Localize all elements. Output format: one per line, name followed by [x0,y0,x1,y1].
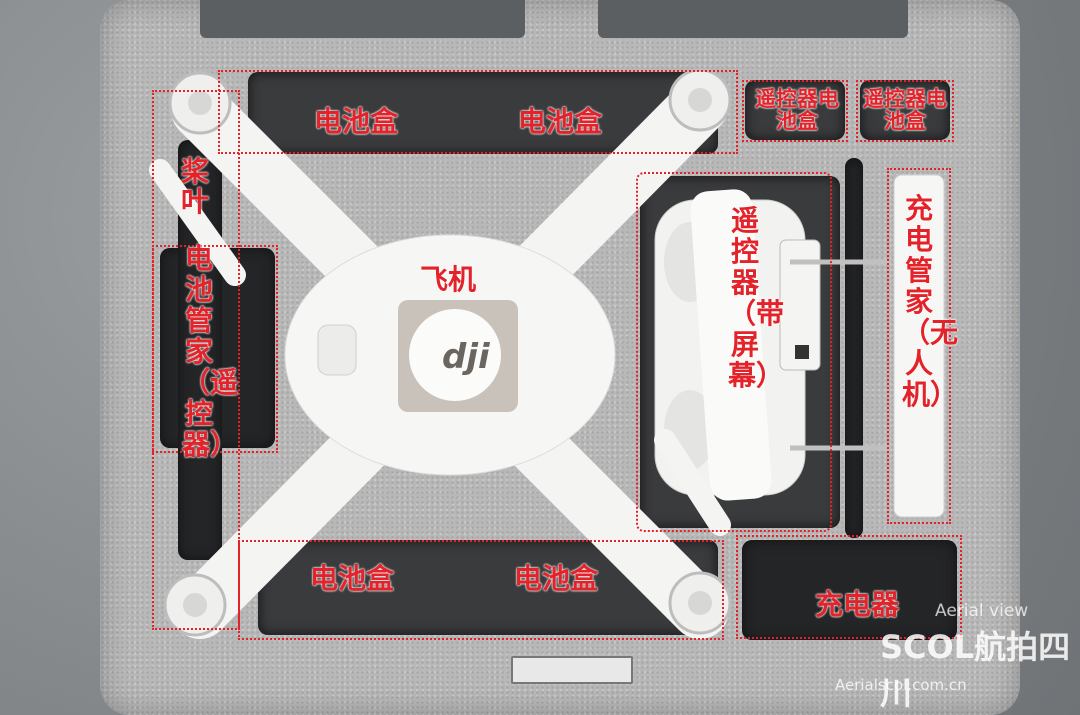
label-battery-box-4: 电池盒 [514,562,599,595]
rc-battery-cavity-1 [745,80,845,140]
charger-cable-slot [845,158,863,538]
remote-controller-device [654,189,890,501]
zone-charger [736,535,962,639]
zone-battery-manager-drone [887,168,951,524]
aircraft-device: dji [149,76,731,639]
label-aircraft: 飞机 [420,263,477,296]
zone-battery-boxes-bottom [238,540,724,640]
battery-manager-drone-device [893,174,945,518]
label-battery-box-2: 电池盒 [518,105,603,138]
rc-battery-cavity-2 [860,80,950,140]
zone-rc-battery-box-2 [856,80,954,142]
lid-flap-right [598,0,908,38]
zone-remote-controller [636,172,832,532]
label-battery-box-1: 电池盒 [314,105,399,138]
label-rc-battery-box-1: 遥控器电池盒 [755,87,839,133]
label-remote-controller: 遥控器（带屏幕） [728,204,785,392]
svg-text:dji: dji [442,337,491,377]
watermark-cn: SCOL航拍四川 [880,628,1071,712]
watermark-url: Aerialscol.com.cn [835,676,967,694]
label-rc-battery-box-2: 遥控器电池盒 [863,87,947,133]
watermark-en: Aerial view [935,601,1029,621]
lid-flap-left [200,0,525,38]
label-battery-manager-drone: 充电管家（无人机） [902,192,959,411]
motor-icon-group [163,68,732,637]
label-battery-manager-rc: 电池管家（遥控器） [182,242,239,461]
zone-battery-manager-rc [152,245,278,453]
zone-battery-boxes-top [218,70,738,154]
zone-rc-battery-box-1 [742,80,848,142]
charger-device [742,540,957,640]
case-latch [511,656,633,684]
label-charger: 充电器 [815,588,900,621]
label-battery-box-3: 电池盒 [310,562,395,595]
label-propeller: 桨叶 [180,155,209,218]
